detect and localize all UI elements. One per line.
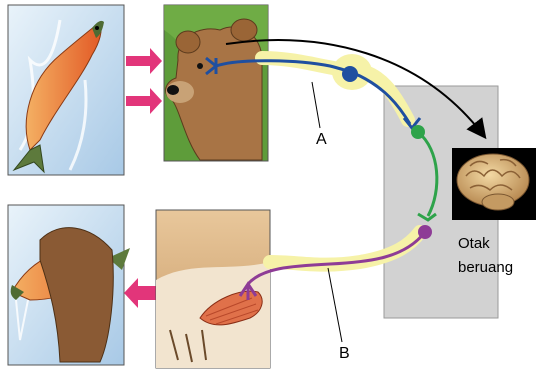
salmon-jumping-panel <box>8 5 124 175</box>
label-a-leader <box>312 82 320 128</box>
sensory-neuron-cell-body <box>342 66 358 82</box>
label-b-leader <box>328 268 342 342</box>
bear-head-panel <box>164 5 268 161</box>
stimulus-arrows <box>126 48 162 114</box>
label-b: B <box>339 345 350 363</box>
label-a: A <box>316 131 327 149</box>
brain-label-line2: beruang <box>458 256 513 280</box>
brain-label-line1: Otak <box>458 232 513 256</box>
bear-brain <box>452 148 536 220</box>
salmon-caught-panel <box>8 205 130 365</box>
brain-label: Otak beruang <box>458 232 513 280</box>
